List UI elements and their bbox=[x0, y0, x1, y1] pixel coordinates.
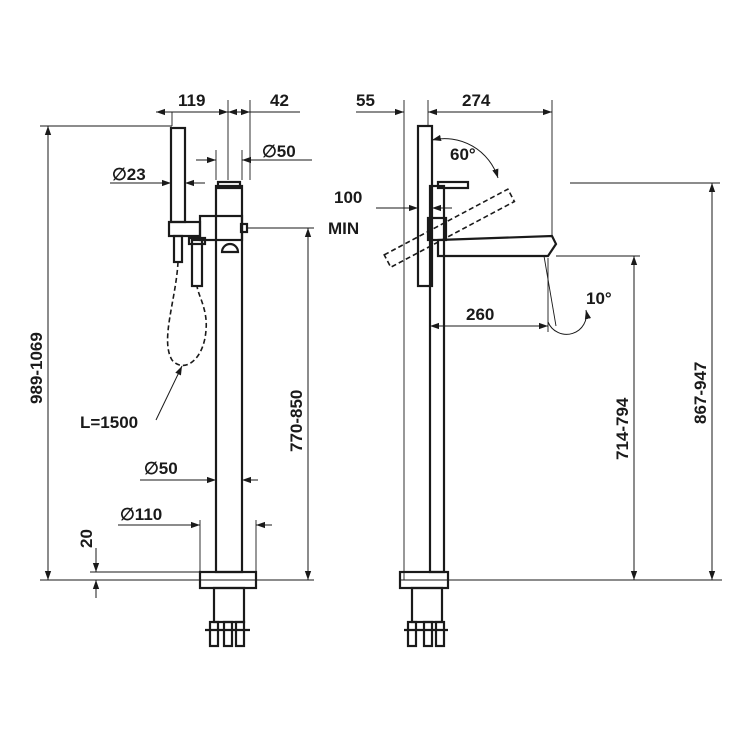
dim-20: 20 bbox=[77, 529, 96, 548]
front-view: 119 42 ∅50 ∅23 989-1069 770-850 L=1500 ∅… bbox=[27, 91, 314, 648]
front-mixer-body bbox=[198, 214, 244, 242]
dim-714-794: 714-794 bbox=[613, 397, 632, 460]
hand-shower-base bbox=[172, 234, 184, 264]
dim-989-1069: 989-1069 bbox=[27, 332, 46, 404]
dim-dia50-bottom: ∅50 bbox=[144, 459, 178, 478]
dim-dia50-top: ∅50 bbox=[262, 142, 296, 161]
side-base-stem bbox=[410, 586, 444, 624]
lever-rotated-position bbox=[383, 188, 516, 269]
dim-42: 42 bbox=[270, 91, 289, 110]
hose-length-label: L=1500 bbox=[80, 413, 138, 432]
angle-60-arc bbox=[431, 134, 499, 179]
dim-100: 100 bbox=[334, 188, 362, 207]
dim-867-947: 867-947 bbox=[691, 362, 710, 424]
dim-dia110: ∅110 bbox=[120, 505, 162, 524]
min-label: MIN bbox=[328, 219, 359, 238]
angle-60-label: 60° bbox=[450, 145, 476, 164]
dim-119: 119 bbox=[178, 91, 205, 110]
dim-55: 55 bbox=[356, 91, 375, 110]
dim-274: 274 bbox=[462, 91, 491, 110]
front-base-stem bbox=[212, 586, 246, 624]
hose-connector bbox=[190, 238, 204, 288]
hand-shower bbox=[169, 126, 187, 224]
shower-hose bbox=[166, 261, 208, 367]
dim-770-850: 770-850 bbox=[287, 390, 306, 452]
side-view: 55 274 60° 100 MIN 260 10° 714-794 867-9… bbox=[328, 91, 722, 648]
angle-10-label: 10° bbox=[586, 289, 612, 308]
dim-dia23: ∅23 bbox=[112, 165, 146, 184]
front-lever bbox=[216, 180, 242, 190]
hand-shower-holder bbox=[167, 220, 202, 238]
side-lever bbox=[436, 180, 470, 190]
front-outlet bbox=[220, 242, 240, 254]
angle-10-arc bbox=[547, 309, 592, 335]
side-spout bbox=[436, 234, 558, 258]
dim-260: 260 bbox=[466, 305, 494, 324]
